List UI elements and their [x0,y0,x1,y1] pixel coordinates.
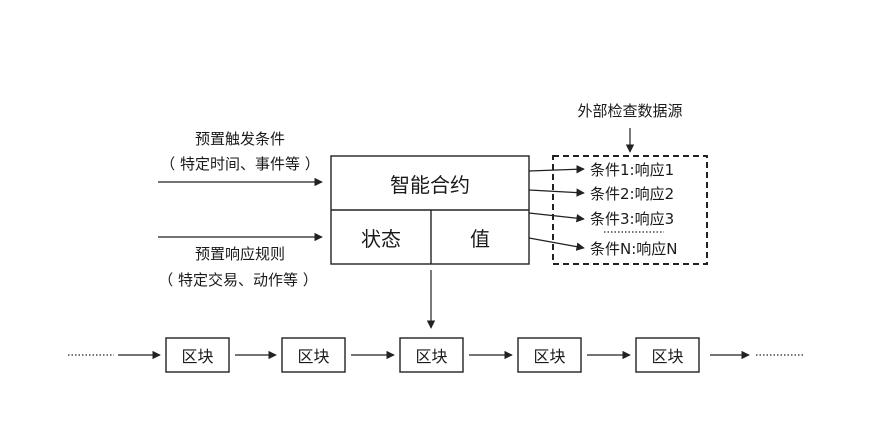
block-box [281,337,346,373]
condition-item: 条件N:响应N [590,240,678,258]
condition-arrow-n [528,237,585,251]
condition-item: 条件1:响应1 [590,161,675,179]
block-label: 区块 [533,347,566,366]
block-box [635,337,700,373]
block-label: 区块 [415,347,448,366]
condition-arrow-1 [528,165,585,174]
conditions-box [552,155,708,265]
response-rule-title: 预置响应规则 [194,245,285,263]
condition-item: 条件2:响应2 [590,185,675,203]
contract-value-label: 值 [470,226,490,251]
response-rule-detail: （ 特定交易、动作等 ） [158,271,318,289]
condition-arrow-3 [528,212,585,223]
block-label: 区块 [651,347,684,366]
block-label: 区块 [181,347,214,366]
block-box [165,337,230,373]
data-source-label: 外部检查数据源 [577,102,683,120]
condition-arrow-2 [528,188,585,197]
smart-contract-title: 智能合约 [390,172,470,197]
block-box [399,337,464,373]
condition-item: 条件3:响应3 [590,210,675,228]
block-label: 区块 [297,347,330,366]
contract-state-label: 状态 [361,226,401,251]
trigger-condition-detail: （ 特定时间、事件等 ） [160,155,320,173]
trigger-condition-title: 预置触发条件 [194,130,285,148]
block-box [517,337,582,373]
